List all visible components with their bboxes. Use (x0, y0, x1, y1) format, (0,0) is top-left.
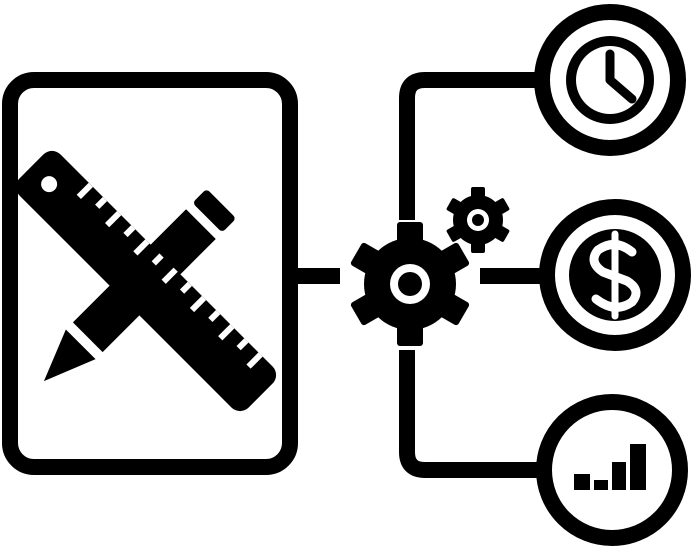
output-node-chart (536, 394, 688, 546)
output-node-clock (534, 4, 686, 156)
dollar-sign-icon (569, 229, 661, 321)
small-gear-icon (446, 187, 510, 253)
bar-chart-icon (574, 444, 646, 490)
large-gear-icon (350, 222, 470, 346)
hub-output-connectors (399, 72, 540, 478)
panel-hub-connector (290, 268, 340, 284)
ruler-pencil-icon (15, 150, 277, 412)
output-node-dollar (539, 199, 691, 351)
clock-icon (566, 36, 654, 124)
